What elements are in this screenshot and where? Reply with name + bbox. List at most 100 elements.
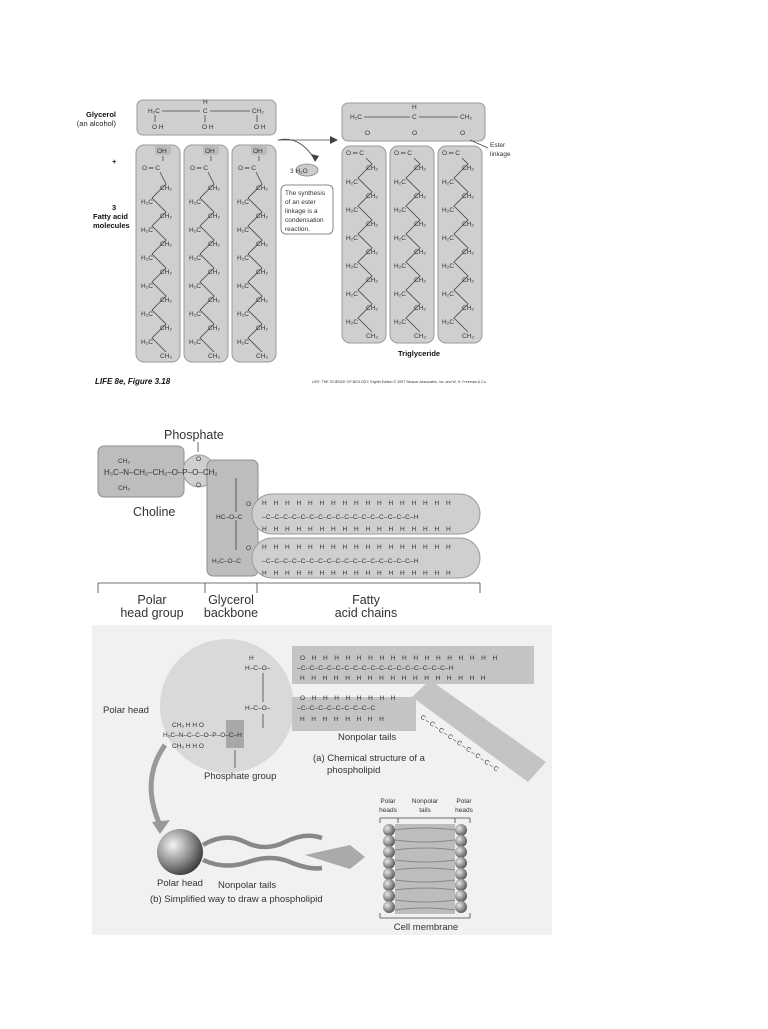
figure-credit: LIFE: THE SCIENCE OF BIOLOGY, Eighth Edi… [312,380,487,384]
svg-text:CH₂: CH₂ [460,114,472,121]
fatty-acid-count: 3 [112,203,116,212]
fatty-acid-chains-label: Fatty [352,593,381,607]
curved-arrow [148,743,168,827]
svg-text:H₂C–O–C: H₂C–O–C [212,558,241,565]
svg-text:H H H H H H H H H H H H H H H: H H H H H H H H H H H H H H H H H [262,500,453,507]
triglyceride-chain: O ═ C CH₂ H₂C CH₂ H₂C CH₂ H₂C CH₂ H₂C CH… [346,150,378,340]
nonpolar-tail-kink [412,680,546,782]
svg-text:–C–C–C–C–C–C–C–C–C–C–C–C–C–C–C: –C–C–C–C–C–C–C–C–C–C–C–C–C–C–C–C–C–H [297,665,454,672]
membrane-polar-heads-right-2: heads [455,807,473,814]
svg-text:CH₃: CH₃ [160,353,172,360]
svg-text:HC–O–C: HC–O–C [216,514,243,521]
cell-membrane-diagram: Polar heads Nonpolar tails Polar heads [379,798,473,933]
membrane-polar-heads-right: Polar [456,798,472,805]
membrane-polar-heads-left-2: heads [379,807,397,814]
phosphate-label: Phosphate [164,428,224,442]
svg-text:O: O [246,545,251,552]
triglyceride-column-3 [437,145,483,344]
svg-text:CH₃: CH₃ [366,333,378,340]
triglyceride-column-2 [389,145,435,344]
svg-text:H₂C: H₂C [148,108,160,115]
ester-label-2: linkage [490,151,511,158]
glycerol-box [136,99,277,136]
svg-text:H H H H H H H H H H H H H H H: H H H H H H H H H H H H H H H H H [262,526,453,533]
svg-text:–C–C–C–C–C–C–C–C–C–C–C–C–C–C–C: –C–C–C–C–C–C–C–C–C–C–C–C–C–C–C–C–C–H [262,514,419,521]
chain-atoms: H H H H H H H H H H H H H H H H H –C–C–C… [262,500,453,577]
caption-a: (a) Chemical structure of a [313,753,426,764]
svg-text:O H: O H [152,124,164,131]
ester-label: Ester [490,142,506,149]
svg-text:O H H H H H H H H: O H H H H H H H H [300,695,398,702]
svg-text:H₃C–N–CH₂–CH₂–O–P–O–CH₂: H₃C–N–CH₂–CH₂–O–P–O–CH₂ [104,468,218,477]
triglyceride-label: Triglyceride [398,349,440,358]
polar-head-ball [157,829,203,875]
svg-text:H: H [203,99,208,106]
svg-text:H H H H H H H H H H H H H H H: H H H H H H H H H H H H H H H H H [262,570,453,577]
phosphate-group-label: Phosphate group [204,771,276,782]
fatty-acid-chain-2 [251,537,481,579]
note-line-5: reaction. [285,226,310,233]
figure-phosphatidylcholine: Phosphate H₃C–N–CH₂–CH₂–O–P–O–CH₂ CH₃ CH… [97,428,481,620]
caption-a-2: phospholipid [327,765,380,776]
svg-text:CH₂: CH₂ [366,221,378,228]
svg-text:H H H H H H H H H H H H H H H: H H H H H H H H H H H H H H H H H [262,544,453,551]
nonpolar-tail-2 [292,697,416,731]
membrane-right-heads [455,824,467,913]
condensation-note-box [280,184,334,235]
figure-triglyceride-synthesis: Glycerol (an alcohol) + 3 Fatty acid mol… [77,99,511,386]
svg-text:O: O [460,130,465,137]
svg-text:H: H [412,104,417,111]
svg-text:H₂C: H₂C [141,199,153,206]
svg-text:O H H H H H H H H H H H H H H: O H H H H H H H H H H H H H H H H H [300,655,500,662]
glycerol-label: Glycerol [86,110,116,119]
glycerol-backbone-label: Glycerol [208,593,254,607]
svg-text:CH₂: CH₂ [366,193,378,200]
fatty-acid-chains-label-2: acid chains [335,606,398,620]
svg-text:H₂C: H₂C [141,227,153,234]
note-line-3: linkage is a [285,208,318,215]
membrane-nonpolar-tails-2: tails [419,807,431,814]
glycerol-sub-label: (an alcohol) [77,119,117,128]
right-arrow [305,845,365,869]
svg-text:CH₂: CH₂ [160,325,172,332]
figure-phospholipid-membrane: H H–C–O– H–C–O– O H H H H H H H H H H H … [92,625,552,935]
fatty-acid-label-2: molecules [93,221,130,230]
svg-text:CH₂: CH₂ [160,269,172,276]
svg-text:H₂C: H₂C [141,283,153,290]
svg-text:C: C [203,108,208,115]
svg-text:O: O [196,482,201,489]
water-label: 3 H₂O [290,168,308,175]
fatty-acid-columns: OH O ═ C CH₂ H₂C CH₂ H₂C CH₂ H₂C CH₂ H₂C… [135,144,277,363]
fatty-acid-column-1 [135,144,181,363]
reaction-curve-arrow [277,138,316,161]
fatty-acid-chain: OH O ═ C CH₂ H₂C CH₂ H₂C CH₂ H₂C CH₂ H₂C… [141,146,172,360]
polar-head-label-2: head group [120,606,183,620]
fatty-acid-chain-1 [251,493,481,535]
note-line-1: The synthesis [285,190,326,197]
tail-2 [202,855,323,871]
plus-sign: + [112,157,117,166]
svg-text:H₂C: H₂C [141,311,153,318]
svg-text:CH₂: CH₂ [160,185,172,192]
svg-text:–C–C–C–C–C–C–C–C–C–C–C–C–C–C–C: –C–C–C–C–C–C–C–C–C–C–C–C–C–C–C–C–C–H [262,558,419,565]
nonpolar-tail-1 [292,646,534,684]
fatty-acid-column-3 [231,144,277,363]
svg-text:OH: OH [157,148,167,155]
svg-text:O ═ C: O ═ C [142,165,160,172]
tail-1 [201,833,323,850]
svg-text:H₂C: H₂C [346,235,358,242]
polar-head-label: Polar [137,593,166,607]
cell-membrane-label: Cell membrane [394,922,458,933]
svg-text:H₂C: H₂C [141,255,153,262]
svg-text:CH₂: CH₂ [366,305,378,312]
svg-text:CH₃: CH₃ [118,458,130,465]
polar-head-label-b: Polar head [157,878,203,889]
svg-text:O: O [196,456,201,463]
svg-text:CH₂: CH₂ [366,165,378,172]
glycerol-backbone-label-2: backbone [204,606,258,620]
svg-text:H₂C: H₂C [346,207,358,214]
svg-text:CH₃ H H O: CH₃ H H O [172,722,204,729]
svg-text:O: O [412,130,417,137]
phosphate-group-box [226,720,244,748]
